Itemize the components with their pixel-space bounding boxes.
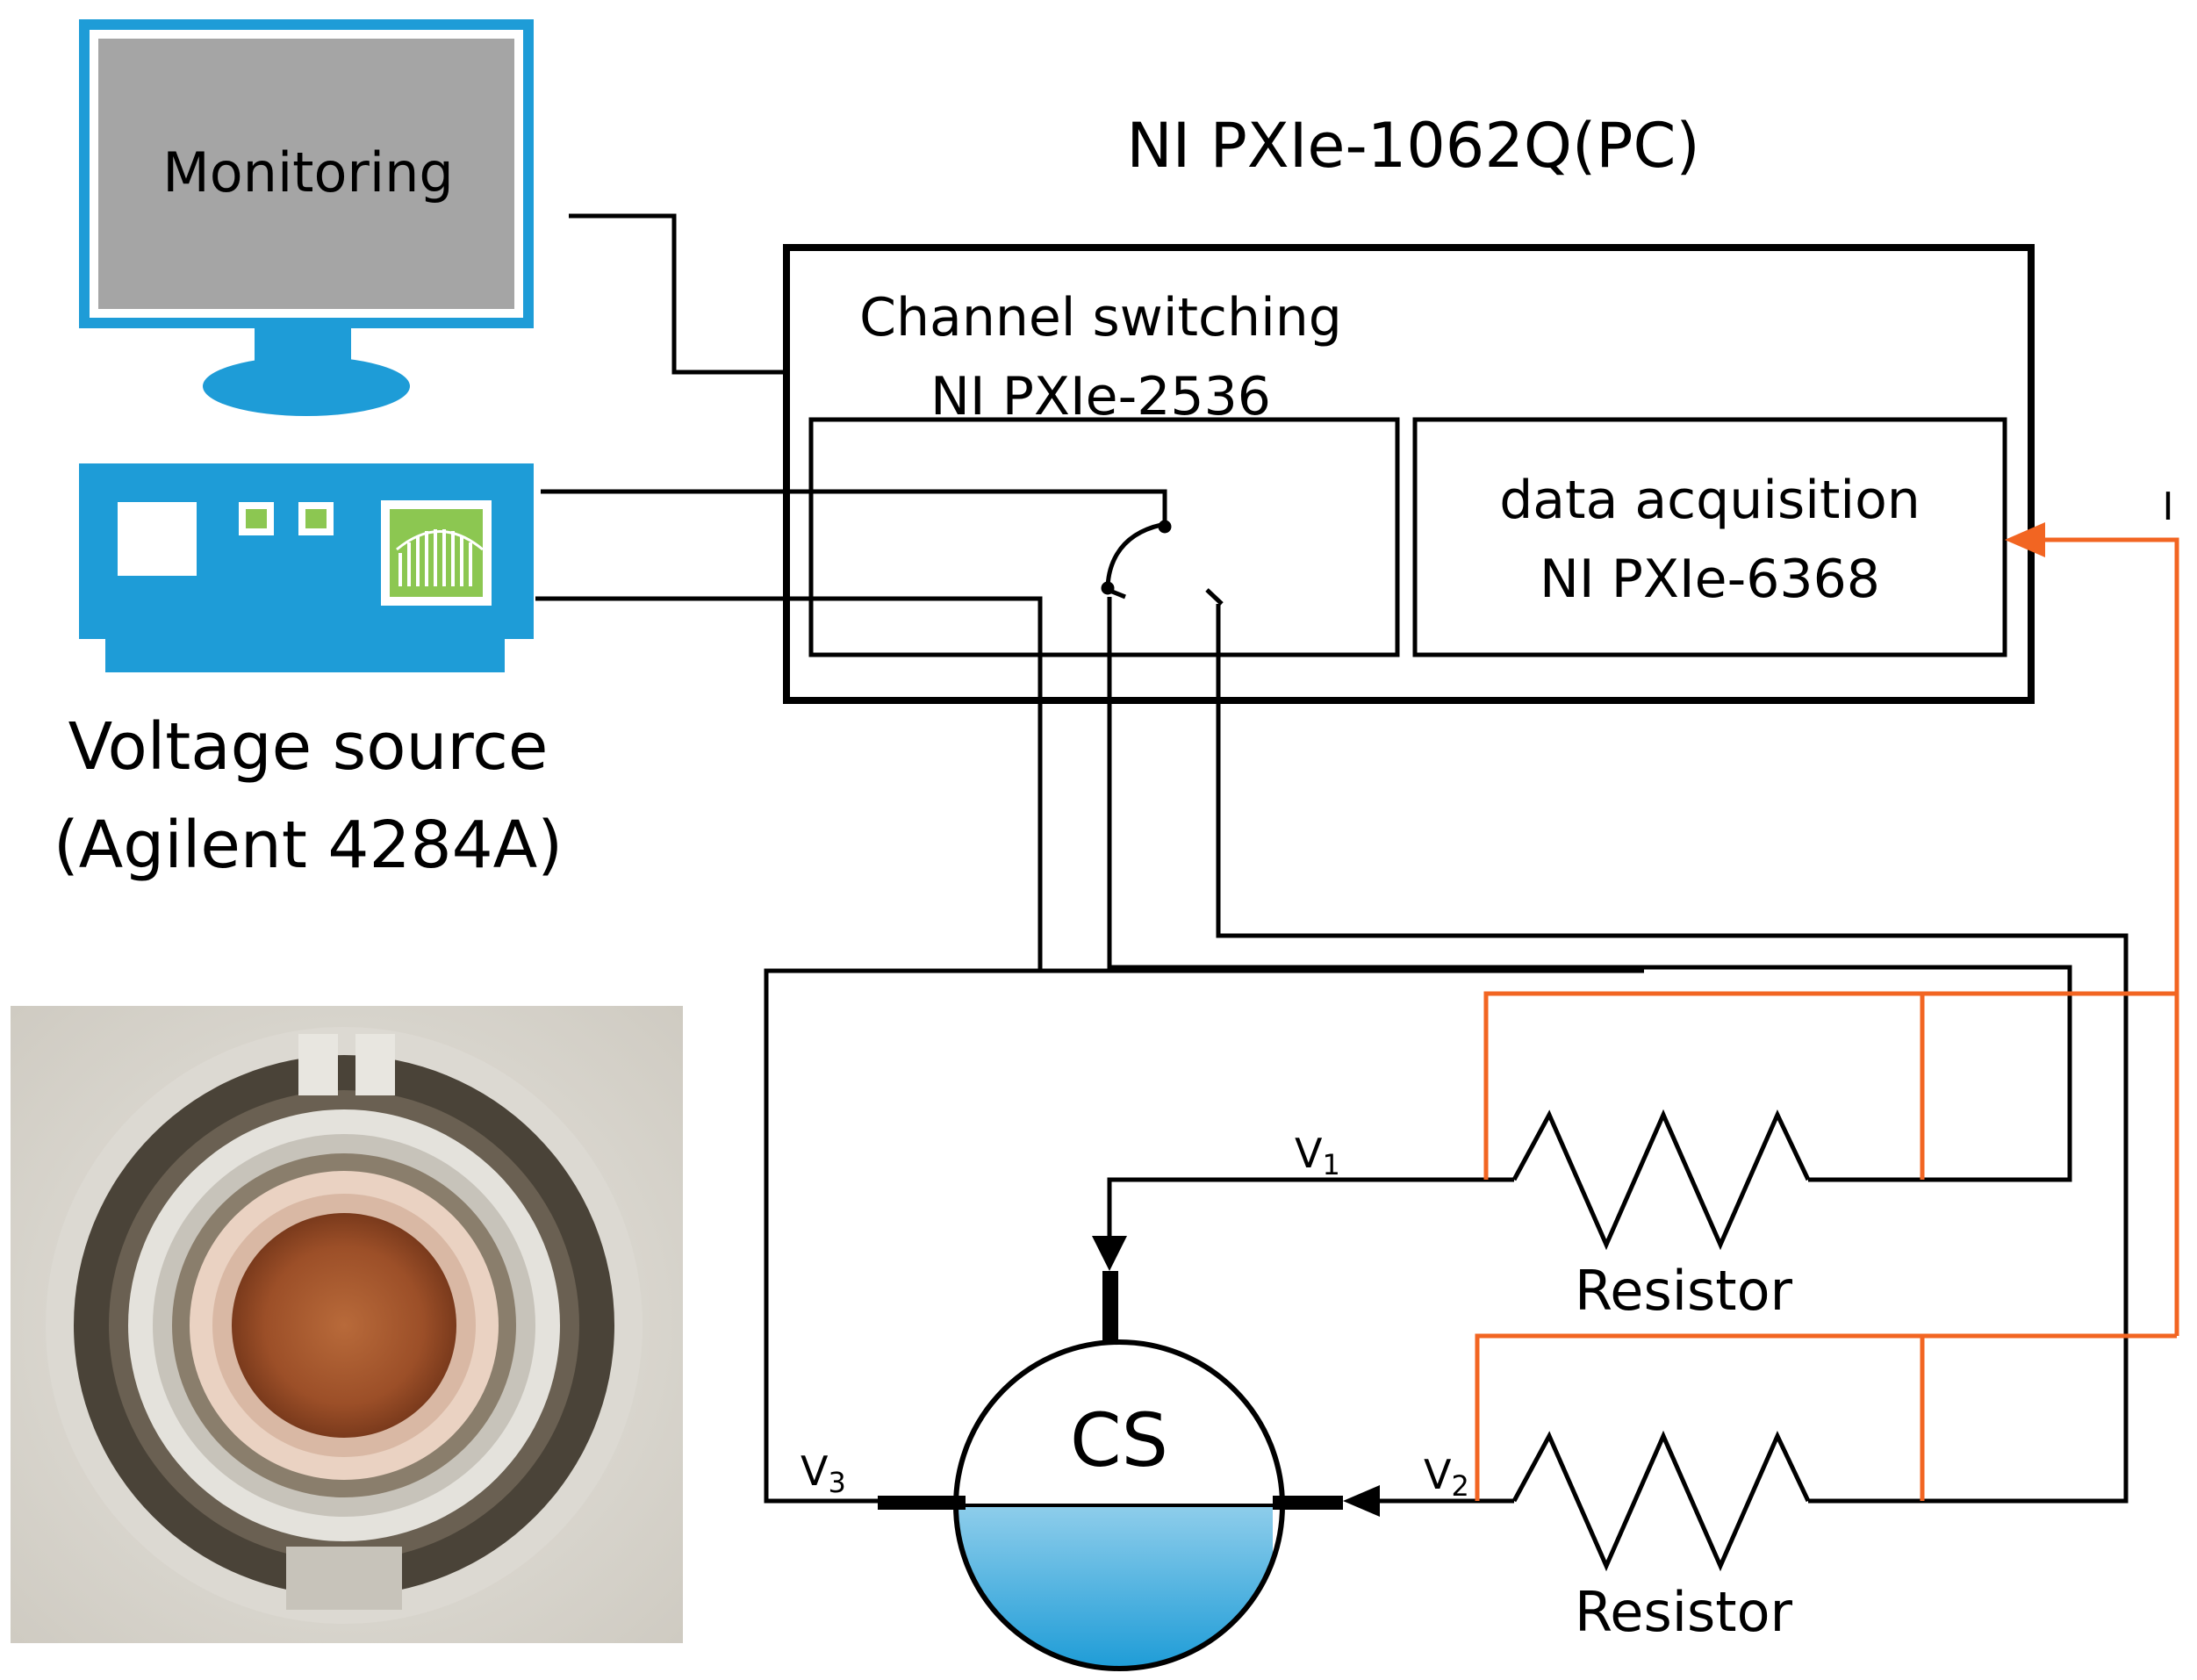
node-label-v2: V2 [1424, 1451, 1469, 1503]
current-label: I [2163, 485, 2174, 529]
orange-current-wiring [1475, 537, 2179, 1501]
switching-label-line1: Channel switching [859, 287, 1342, 348]
resistor-top-symbol [1511, 1109, 1811, 1251]
node-v3-sub: 3 [828, 1466, 845, 1499]
data-acquisition-module [1412, 417, 2007, 657]
voltage-source-icon [79, 463, 534, 672]
switch-blade [1105, 522, 1162, 591]
resistor-bottom-label: Resistor [1575, 1580, 1793, 1644]
voltage-source-base [105, 639, 505, 672]
cs-top-electrode [1102, 1271, 1118, 1343]
wire-pc-to-monitor [569, 213, 786, 375]
daq-label-line2: NI PXIe-6368 [1540, 549, 1880, 610]
indicator-light-left-inner [246, 509, 267, 528]
monitor-icon: Monitoring [79, 19, 534, 416]
node-v1-base: V [1295, 1130, 1323, 1177]
resistor-bottom-symbol [1511, 1430, 1811, 1572]
wire-source-to-switch [541, 489, 1167, 523]
node-v1-sub: 1 [1322, 1148, 1339, 1181]
channel-switching-module [808, 417, 1400, 657]
cs-sensor: CS [878, 1271, 1343, 1671]
cs-right-electrode [1273, 1496, 1343, 1510]
sensor-photograph [11, 1006, 683, 1643]
node-v2-sub: 2 [1451, 1469, 1468, 1503]
voltage-source-label-line1: Voltage source [68, 709, 549, 785]
cs-left-electrode [878, 1496, 966, 1510]
indicator-light-right-inner [305, 509, 327, 528]
wire-source-to-v3 [535, 596, 1644, 1504]
daq-label-line1: data acquisition [1499, 470, 1921, 531]
pc-title: NI PXIe-1062Q(PC) [1126, 110, 1699, 182]
cs-label: CS [1070, 1397, 1168, 1483]
node-label-v3: V3 [801, 1447, 846, 1499]
wire-switch-to-v1 [1107, 597, 2072, 1182]
black-wiring [535, 213, 2129, 1504]
current-return-wire [2043, 537, 2179, 1336]
switching-label-line2: NI PXIe-2536 [930, 366, 1271, 427]
waveform-icon [396, 529, 484, 586]
pc-chassis [783, 244, 2035, 704]
v1-arrow [1092, 1236, 1127, 1271]
voltage-source-label-line2: (Agilent 4284A) [54, 808, 563, 883]
wire-v1-to-cs [1107, 1177, 1486, 1238]
node-v3-base: V [801, 1447, 829, 1495]
monitor-label: Monitoring [162, 140, 454, 205]
current-wire-top-resistor [1483, 991, 2177, 1180]
current-arrow [2005, 522, 2045, 557]
node-label-v1: V1 [1295, 1130, 1340, 1181]
resistor-top-label: Resistor [1575, 1259, 1793, 1323]
monitor-stand [203, 356, 410, 416]
node-v2-base: V [1424, 1451, 1452, 1498]
voltage-source-display [118, 502, 197, 576]
wire-switch-to-v2 [1216, 604, 2129, 1504]
current-wire-bottom-resistor [1475, 1333, 2177, 1501]
monitor-screen [98, 39, 514, 309]
v2-arrow [1343, 1485, 1380, 1517]
switch-symbol [1101, 520, 1224, 606]
